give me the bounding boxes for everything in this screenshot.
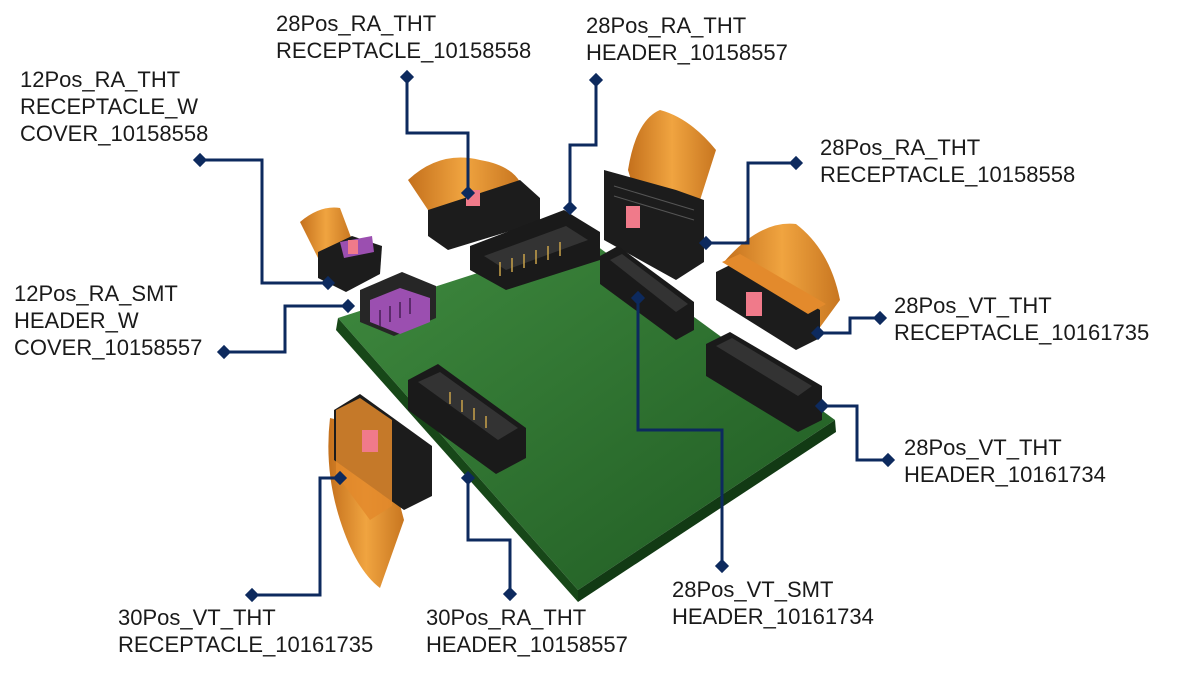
- endpoint-marker: [244, 587, 260, 603]
- endpoint-marker: [502, 586, 518, 602]
- endpoint-marker: [588, 72, 604, 88]
- label-line: 28Pos_RA_THT: [586, 13, 747, 38]
- endpoint-marker: [698, 235, 714, 251]
- connector-28pos-ra-receptacle-right: [604, 110, 716, 280]
- connector-12pos-header: [360, 272, 436, 336]
- label-line: HEADER_10158557: [586, 40, 788, 65]
- label-line: 28Pos_VT_THT: [904, 435, 1062, 460]
- label-line: RECEPTACLE_10161735: [118, 632, 374, 657]
- label-line: HEADER_10161734: [904, 462, 1106, 487]
- pcb-board: [336, 238, 836, 602]
- label-line: 12Pos_RA_SMT: [14, 281, 178, 306]
- label-12pos-ra-smt-header: 12Pos_RA_SMT HEADER_W COVER_10158557: [14, 280, 202, 361]
- leader-12pos-receptacle: [200, 158, 328, 285]
- label-line: HEADER_W: [14, 308, 139, 333]
- endpoint-marker: [192, 152, 208, 168]
- leader-lines: [200, 77, 888, 597]
- label-line: COVER_10158558: [20, 121, 209, 146]
- label-line: HEADER_10161734: [672, 604, 874, 629]
- endpoint-marker: [714, 558, 730, 574]
- connector-30pos-vt-receptacle: [328, 394, 432, 588]
- label-line: 12Pos_RA_THT: [20, 67, 181, 92]
- label-30pos-vt-tht-receptacle: 30Pos_VT_THT RECEPTACLE_10161735: [118, 604, 373, 658]
- endpoint-marker: [814, 398, 830, 414]
- label-28pos-ra-tht-receptacle-top: 28Pos_RA_THT RECEPTACLE_10158558: [276, 10, 531, 64]
- label-28pos-vt-tht-receptacle: 28Pos_VT_THT RECEPTACLE_10161735: [894, 292, 1149, 346]
- connector-28pos-vt-header: [706, 332, 822, 432]
- label-28pos-vt-smt-header: 28Pos_VT_SMT HEADER_10161734: [672, 576, 874, 630]
- endpoint-marker: [880, 452, 896, 468]
- endpoint-marker: [630, 290, 646, 306]
- endpoint-marker: [872, 310, 888, 326]
- leader-28pos-ra-receptacle-top: [405, 77, 470, 193]
- leader-30pos-vt-receptacle: [252, 476, 340, 597]
- label-line: HEADER_10158557: [426, 632, 628, 657]
- label-30pos-ra-tht-header: 30Pos_RA_THT HEADER_10158557: [426, 604, 628, 658]
- leader-28pos-vt-header: [822, 404, 888, 462]
- leader-28pos-vt-receptacle: [818, 316, 880, 335]
- label-line: 28Pos_VT_THT: [894, 293, 1052, 318]
- leader-30pos-ra-header: [466, 478, 512, 594]
- connector-28pos-vt-receptacle: [716, 223, 840, 350]
- label-line: RECEPTACLE_10161735: [894, 320, 1150, 345]
- endpoint-marker: [399, 69, 415, 85]
- connector-12pos-receptacle: [300, 207, 382, 292]
- endpoint-marker: [340, 298, 356, 314]
- label-line: 30Pos_VT_THT: [118, 605, 276, 630]
- label-12pos-ra-tht-receptacle: 12Pos_RA_THT RECEPTACLE_W COVER_10158558: [20, 66, 208, 147]
- label-line: RECEPTACLE_W: [20, 94, 199, 119]
- endpoint-marker: [332, 470, 348, 486]
- label-line: COVER_10158557: [14, 335, 203, 360]
- label-line: 28Pos_RA_THT: [820, 135, 981, 160]
- leader-12pos-header: [224, 304, 348, 354]
- endpoint-marker: [788, 155, 804, 171]
- endpoint-marker: [460, 185, 476, 201]
- label-line: RECEPTACLE_10158558: [276, 38, 532, 63]
- label-line: 28Pos_RA_THT: [276, 11, 437, 36]
- endpoint-marker: [562, 200, 578, 216]
- connector-28pos-ra-header-top: [470, 210, 600, 290]
- label-28pos-vt-tht-header: 28Pos_VT_THT HEADER_10161734: [904, 434, 1106, 488]
- label-28pos-ra-tht-receptacle-right: 28Pos_RA_THT RECEPTACLE_10158558: [820, 134, 1075, 188]
- label-line: RECEPTACLE_10158558: [820, 162, 1076, 187]
- leader-28pos-ra-receptacle-right: [706, 161, 796, 245]
- label-line: 28Pos_VT_SMT: [672, 577, 834, 602]
- leader-28pos-vt-smt-header: [636, 298, 724, 566]
- endpoint-marker: [320, 275, 336, 291]
- endpoint-marker: [810, 325, 826, 341]
- connector-28pos-vt-smt-header: [600, 246, 694, 340]
- label-line: 30Pos_RA_THT: [426, 605, 587, 630]
- endpoint-marker: [216, 344, 232, 360]
- endpoint-marker: [460, 470, 476, 486]
- connector-30pos-ra-header: [408, 364, 526, 474]
- leader-28pos-ra-header-top: [568, 80, 598, 208]
- label-28pos-ra-tht-header-top: 28Pos_RA_THT HEADER_10158557: [586, 12, 788, 66]
- leader-endpoints: [192, 69, 896, 603]
